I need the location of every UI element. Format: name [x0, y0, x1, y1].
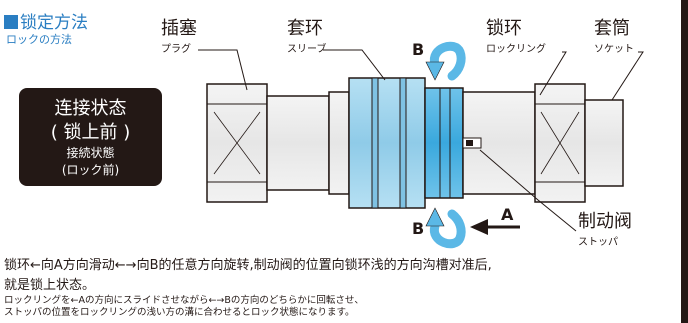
socket-label-zh: 套筒	[594, 18, 630, 39]
section-title: 锁定方法	[4, 8, 88, 33]
plug-leader	[198, 49, 248, 91]
direction-b-bottom: B	[412, 219, 425, 238]
socket-tail	[584, 99, 624, 187]
leader-lines	[198, 49, 644, 232]
plug-label: 插塞 プラグ	[161, 14, 197, 55]
description-ja: ロックリングを←Aの方向にスライドさせながら←→Bの方向のどちらかに回転させ、 …	[4, 295, 674, 319]
direction-b-top: B	[412, 40, 425, 59]
description-ja-line-1: ロックリングを←Aの方向にスライドさせながら←→Bの方向のどちらかに回転させ、	[4, 295, 364, 306]
lock-ring-leader	[539, 51, 567, 96]
lock-ring-label-ja: ロックリング	[486, 44, 546, 55]
stopper-label-zh: 制动阀	[578, 211, 632, 232]
plug-label-ja: プラグ	[161, 44, 191, 55]
stopper-pin	[462, 137, 482, 149]
description-zh: 锁环←向A方向滑动←→向B的任意方向旋转,制动阀的位置向锁环浅的方向沟槽对准后,…	[4, 256, 674, 296]
right-border	[681, 0, 688, 323]
sleeve-label-ja: スリーブ	[287, 44, 327, 55]
state-line-2: ( 锁上前 )	[50, 122, 131, 143]
lock-ring-label-zh: 锁环	[486, 18, 522, 39]
plug-body	[266, 95, 330, 191]
socket-label: 套筒 ソケット	[594, 14, 634, 55]
rotate-arrow-top-icon	[425, 41, 466, 81]
title-text: 锁定方法	[20, 13, 88, 33]
stopper-label-ja: ストッパ	[578, 237, 618, 248]
description-zh-line-1: 锁环←向A方向滑动←→向B的任意方向旋转,制动阀的位置向锁环浅的方向沟槽对准后,	[4, 258, 492, 273]
state-line-4: (ロック前)	[61, 163, 120, 177]
rotate-arrow-bottom-icon	[425, 207, 466, 249]
socket-leader	[611, 51, 644, 101]
state-badge: 连接状态 ( 锁上前 ) 接続状態 (ロック前)	[19, 88, 162, 186]
direction-a: A	[501, 205, 514, 224]
socket-hex-nut	[534, 83, 586, 203]
socket-front-body	[328, 91, 350, 195]
sleeve-leader	[323, 49, 386, 81]
stopper-leader	[479, 149, 577, 232]
sleeve	[348, 77, 426, 209]
state-line-3: 接続状態	[66, 146, 115, 160]
socket-label-ja: ソケット	[594, 44, 634, 55]
title-square-icon	[4, 15, 18, 29]
section-subtitle: ロックの方法	[6, 33, 72, 46]
lock-ring-label: 锁环 ロックリング	[486, 14, 546, 55]
plug-hex-nut	[206, 83, 268, 203]
stopper-label: 制动阀 ストッパ	[578, 207, 632, 248]
description-ja-line-2: ストッパの位置をロックリングの浅い方の溝に合わせるとロック状態になります。	[4, 307, 355, 318]
description-zh-line-2: 就是锁上状态。	[4, 278, 96, 293]
state-line-1: 连接状态	[54, 98, 127, 119]
lock-ring	[424, 87, 464, 199]
slide-arrow-icon	[470, 219, 520, 235]
sleeve-label: 套环 スリーブ	[287, 14, 326, 55]
plug-label-zh: 插塞	[161, 18, 197, 39]
sleeve-label-zh: 套环	[287, 18, 323, 39]
